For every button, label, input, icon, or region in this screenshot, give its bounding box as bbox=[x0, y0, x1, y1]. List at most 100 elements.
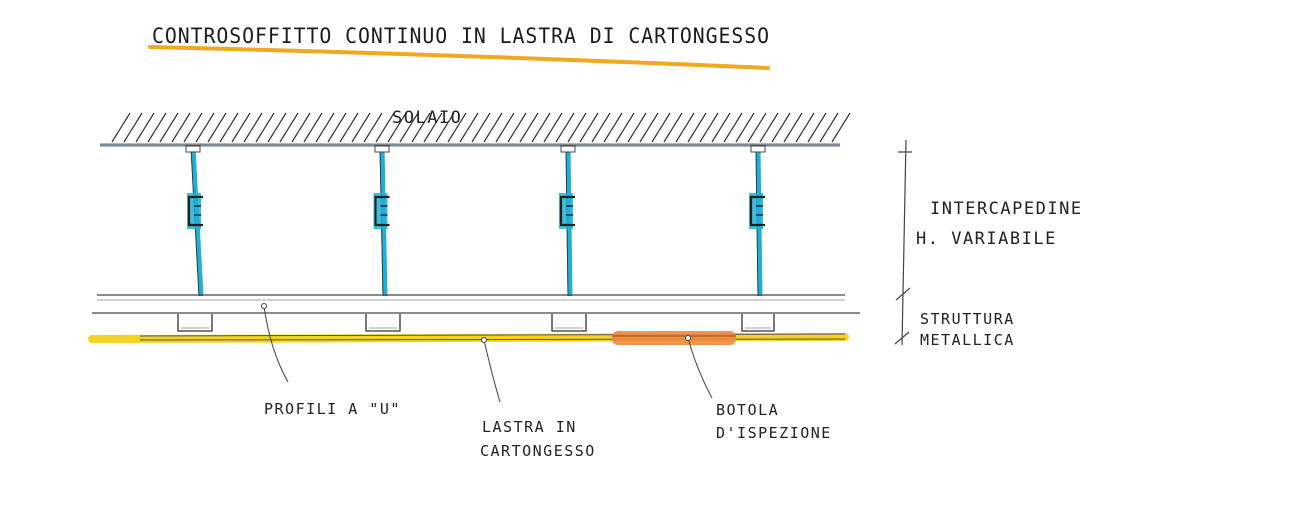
hatch-stroke bbox=[291, 112, 311, 143]
label-ispezione: D'ISPEZIONE bbox=[716, 424, 832, 442]
label-cartongesso: CARTONGESSO bbox=[480, 442, 596, 460]
hatch-stroke bbox=[663, 112, 683, 143]
hatch-stroke bbox=[459, 112, 479, 143]
hanger-clip-outline bbox=[559, 195, 575, 227]
hatch-stroke bbox=[543, 112, 563, 143]
hanger-clip-outline bbox=[749, 195, 765, 227]
title-underline bbox=[148, 45, 770, 70]
leader-profili bbox=[263, 305, 289, 383]
hatch-stroke bbox=[831, 112, 851, 143]
hanger-anchor bbox=[560, 145, 576, 153]
hatch-stroke bbox=[195, 112, 215, 143]
hatch-stroke bbox=[279, 112, 299, 143]
hanger bbox=[749, 145, 766, 297]
hanger-anchor bbox=[374, 145, 390, 153]
leader-dot-lastra bbox=[481, 337, 487, 343]
leader-dot-botola bbox=[685, 335, 691, 341]
hatch-stroke bbox=[267, 112, 287, 143]
hanger-anchor bbox=[750, 145, 766, 153]
label-botola: BOTOLA bbox=[716, 401, 779, 419]
hatch-stroke bbox=[759, 112, 779, 143]
hanger-spring-clip bbox=[559, 193, 573, 229]
hatch-stroke bbox=[423, 112, 443, 143]
hatch-stroke bbox=[495, 112, 515, 143]
hatch-stroke bbox=[351, 112, 371, 143]
hatch-stroke bbox=[555, 112, 575, 143]
hatch-stroke bbox=[171, 112, 191, 143]
hatch-stroke bbox=[519, 112, 539, 143]
hatch-stroke bbox=[375, 112, 395, 143]
leader-dot-profili bbox=[261, 303, 267, 309]
hanger-anchor bbox=[185, 145, 201, 153]
hatch-stroke bbox=[399, 112, 419, 143]
hanger bbox=[185, 145, 204, 297]
hatch-stroke bbox=[303, 112, 323, 143]
hatch-stroke bbox=[363, 112, 383, 143]
hatch-stroke bbox=[123, 112, 143, 143]
dimension-tick-bottom bbox=[894, 331, 910, 345]
hatch-stroke bbox=[243, 112, 263, 143]
u-profile bbox=[177, 314, 213, 332]
dimension-tick-middle bbox=[895, 287, 911, 301]
hatch-stroke bbox=[471, 112, 491, 143]
hatch-stroke bbox=[579, 112, 599, 143]
hatch-stroke bbox=[591, 112, 611, 143]
leader-botola bbox=[687, 337, 713, 399]
u-profile bbox=[741, 314, 775, 332]
label-profili: PROFILI A "U" bbox=[264, 400, 401, 418]
hatch-stroke bbox=[603, 112, 623, 143]
hatch-stroke bbox=[315, 112, 335, 143]
hatch-stroke bbox=[771, 112, 791, 143]
hatch-stroke bbox=[147, 112, 167, 143]
hatch-stroke bbox=[819, 112, 839, 143]
u-profiles-group bbox=[177, 314, 775, 332]
hatch-stroke bbox=[387, 112, 407, 143]
hatch-stroke bbox=[627, 112, 647, 143]
hatch-stroke bbox=[783, 112, 803, 143]
hatch-stroke bbox=[699, 112, 719, 143]
hatch-stroke bbox=[747, 112, 767, 143]
hanger-spring-clip bbox=[187, 193, 201, 229]
label-struttura: STRUTTURA bbox=[920, 310, 1015, 328]
hatch-stroke bbox=[411, 112, 431, 143]
u-profile bbox=[551, 314, 587, 332]
hatch-stroke bbox=[255, 112, 275, 143]
diagram-title: CONTROSOFFITTO CONTINUO IN LASTRA DI CAR… bbox=[152, 24, 770, 48]
hatch-stroke bbox=[507, 112, 527, 143]
hanger-spring-clip bbox=[749, 193, 763, 229]
hatch-stroke bbox=[651, 112, 671, 143]
label-lastra-in: LASTRA IN bbox=[482, 418, 577, 436]
hatch-stroke bbox=[207, 112, 227, 143]
label-solaio: SOLAIO bbox=[392, 108, 462, 128]
hatch-stroke bbox=[687, 112, 707, 143]
hatch-stroke bbox=[183, 112, 203, 143]
hatch-stroke bbox=[339, 112, 359, 143]
hatch-stroke bbox=[111, 112, 131, 143]
u-profile bbox=[365, 314, 401, 332]
label-intercapedine: INTERCAPEDINE bbox=[930, 199, 1083, 219]
hatch-stroke bbox=[327, 112, 347, 143]
label-h-variabile: H. VARIABILE bbox=[916, 229, 1057, 249]
hatch-stroke bbox=[675, 112, 695, 143]
inspection-hatch bbox=[612, 331, 736, 345]
hatch-stroke bbox=[735, 112, 755, 143]
hanger-clip-outline bbox=[187, 195, 203, 227]
hatch-stroke bbox=[219, 112, 239, 143]
hanger-group bbox=[185, 145, 766, 297]
hatch-stroke bbox=[231, 112, 251, 143]
hatch-stroke bbox=[567, 112, 587, 143]
hatch-stroke bbox=[723, 112, 743, 143]
slab-hatching bbox=[111, 112, 851, 143]
hatch-stroke bbox=[615, 112, 635, 143]
hanger-spring-clip bbox=[373, 193, 388, 229]
leader-lastra bbox=[483, 339, 501, 403]
hatch-stroke bbox=[711, 112, 731, 143]
hatch-stroke bbox=[483, 112, 503, 143]
hatch-stroke bbox=[435, 112, 455, 143]
hatch-stroke bbox=[447, 112, 467, 143]
hanger bbox=[559, 145, 576, 297]
hatch-stroke bbox=[159, 112, 179, 143]
hatch-stroke bbox=[807, 112, 827, 143]
hatch-stroke bbox=[795, 112, 815, 143]
